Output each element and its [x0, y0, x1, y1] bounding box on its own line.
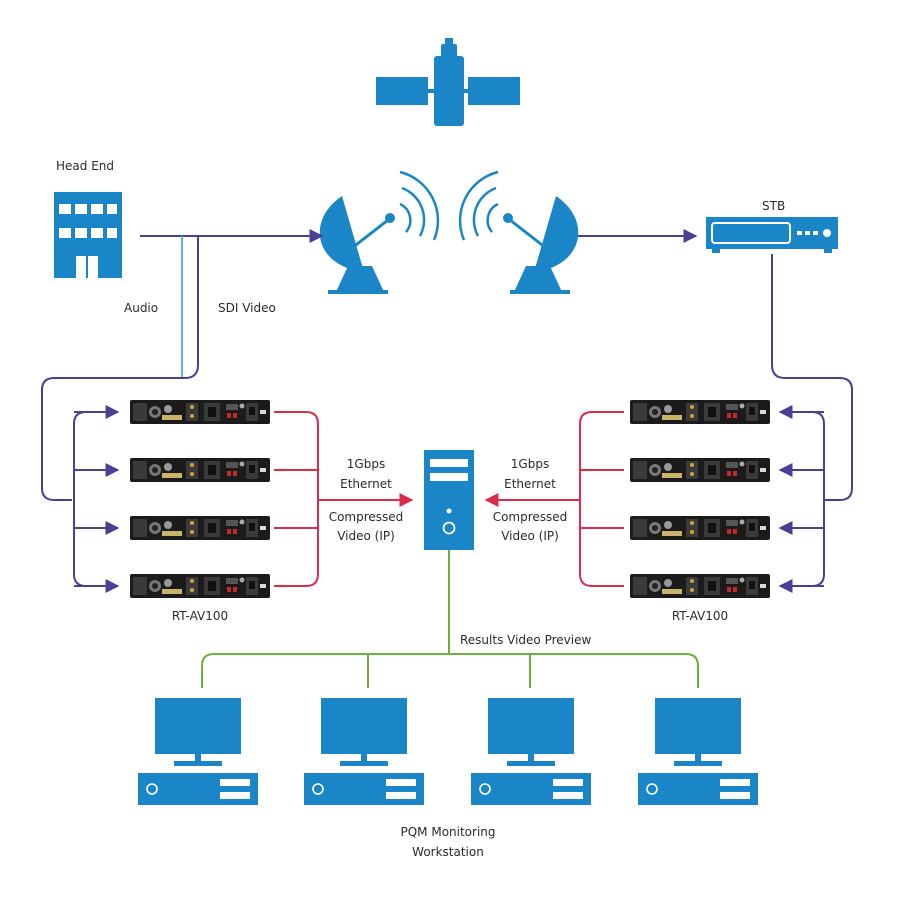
right-compressed-label: Compressed — [493, 510, 568, 524]
left-ethernet-label: Ethernet — [340, 477, 392, 491]
satellite-dish-icon — [318, 170, 440, 296]
right-ethernet-label: Ethernet — [504, 477, 556, 491]
right-device-group-label: RT-AV100 — [672, 609, 728, 623]
rack-unit-icon — [630, 574, 770, 598]
audio-label: Audio — [124, 301, 158, 315]
rack-unit-icon — [630, 516, 770, 540]
workstation-icon — [637, 697, 759, 806]
building-icon — [54, 192, 122, 278]
set-top-box-icon — [706, 217, 838, 253]
server-tower-icon — [424, 450, 474, 550]
right-video-ip-label: Video (IP) — [501, 529, 559, 543]
rack-unit-icon — [130, 400, 270, 424]
results-preview-label: Results Video Preview — [460, 633, 591, 647]
rack-unit-icon — [130, 574, 270, 598]
left-compressed-label: Compressed — [329, 510, 404, 524]
workstation-icon — [303, 697, 425, 806]
stb-label: STB — [762, 199, 785, 213]
right-bandwidth-label: 1Gbps — [511, 457, 549, 471]
left-device-group-label: RT-AV100 — [172, 609, 228, 623]
rack-unit-icon — [630, 400, 770, 424]
workstation-label-line1: PQM Monitoring — [400, 825, 495, 839]
left-bandwidth-label: 1Gbps — [347, 457, 385, 471]
rack-unit-icon — [130, 458, 270, 482]
workstation-label-line2: Workstation — [412, 845, 484, 859]
satellite-dish-icon — [458, 170, 580, 296]
workstation-icon — [137, 697, 259, 806]
rack-unit-icon — [130, 516, 270, 540]
workstation-icon — [470, 697, 592, 806]
satellite-icon — [376, 38, 520, 126]
head-end-label: Head End — [56, 159, 114, 173]
sdi-video-label: SDI Video — [218, 301, 276, 315]
left-video-ip-label: Video (IP) — [337, 529, 395, 543]
rack-unit-icon — [630, 458, 770, 482]
